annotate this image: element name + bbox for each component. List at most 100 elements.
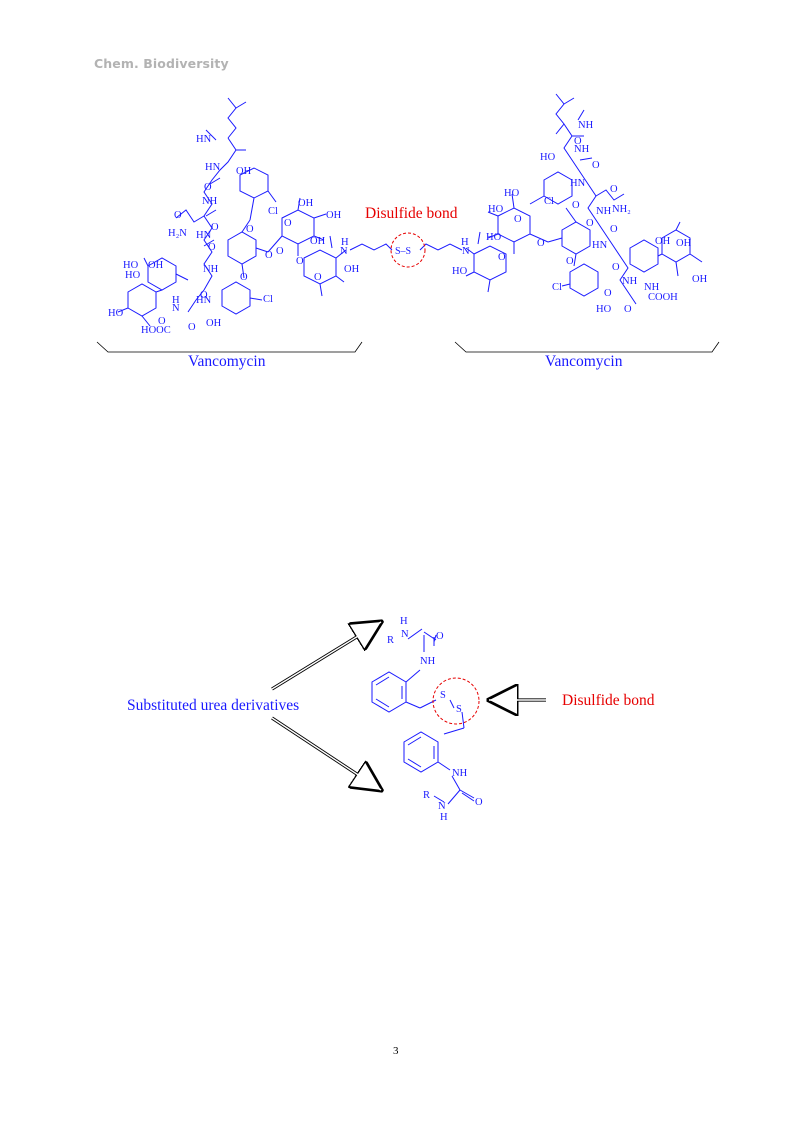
svg-text:OH: OH — [298, 198, 314, 209]
disulfide-bond-text: S–S — [395, 246, 411, 257]
svg-text:NH: NH — [202, 196, 218, 207]
svg-text:Cl: Cl — [544, 196, 554, 207]
svg-text:OH: OH — [326, 210, 342, 221]
svg-text:H: H — [172, 295, 180, 306]
svg-text:HO: HO — [125, 270, 141, 281]
svg-text:N: N — [172, 303, 180, 314]
svg-text:HN: HN — [196, 134, 212, 145]
svg-text:N: N — [438, 801, 446, 812]
arrow-lower-inner — [271, 717, 382, 791]
svg-text:OH: OH — [676, 238, 692, 249]
urea-disulfide-figure: H R R N O NH S S NH R N O H S — [127, 616, 655, 823]
svg-text:COOH: COOH — [648, 292, 678, 303]
svg-text:O: O — [246, 224, 254, 235]
svg-text:HO: HO — [504, 188, 520, 199]
svg-text:O: O — [276, 246, 284, 257]
svg-text:H: H — [341, 237, 349, 248]
svg-text:S: S — [456, 704, 462, 715]
svg-text:HN: HN — [570, 178, 586, 189]
svg-text:Cl: Cl — [263, 294, 273, 305]
svg-text:O: O — [574, 136, 582, 147]
svg-text:HO: HO — [108, 308, 124, 319]
svg-text:O: O — [566, 256, 574, 267]
svg-text:Cl: Cl — [268, 206, 278, 217]
svg-text:O: O — [314, 272, 322, 283]
svg-text:OH: OH — [655, 236, 671, 247]
svg-text:O: O — [586, 218, 594, 229]
svg-text:NH: NH — [644, 282, 660, 293]
svg-text:HN: HN — [205, 162, 221, 173]
vancomycin-right-structure: NH O NH HO O HO Cl HN O O NH₂ NH HO O O … — [452, 93, 708, 315]
svg-text:R: R — [423, 790, 430, 801]
svg-text:O: O — [174, 210, 182, 221]
svg-text:OH: OH — [692, 274, 708, 285]
svg-text:H: H — [461, 237, 469, 248]
journal-header: Chem. Biodiversity — [94, 56, 229, 71]
vancomycin-right-atoms: NH O NH HO O HO Cl HN O O NH₂ NH HO O O … — [452, 120, 708, 315]
svg-text:HOOC: HOOC — [141, 325, 171, 336]
svg-text:O: O — [624, 304, 632, 315]
svg-text:O: O — [211, 222, 219, 233]
svg-text:O: O — [240, 272, 248, 283]
svg-text:HO: HO — [486, 232, 502, 243]
svg-text:OH: OH — [344, 264, 360, 275]
urea-disulfide-atoms: H R R N O NH S S NH R N O H — [387, 616, 483, 823]
svg-text:NH: NH — [452, 768, 468, 779]
svg-text:NH: NH — [622, 276, 638, 287]
svg-text:Cl: Cl — [552, 282, 562, 293]
svg-text:OH: OH — [148, 260, 164, 271]
disulfide-highlight-circle-bottom — [432, 677, 480, 725]
svg-text:HO: HO — [452, 266, 468, 277]
svg-text:HN: HN — [196, 230, 212, 241]
svg-text:HO: HO — [540, 152, 556, 163]
svg-text:O: O — [284, 218, 292, 229]
svg-text:HO: HO — [488, 204, 504, 215]
svg-text:O: O — [498, 252, 506, 263]
svg-text:O: O — [296, 256, 304, 267]
svg-text:OH: OH — [236, 166, 252, 177]
svg-text:O: O — [158, 316, 166, 327]
bracket-left — [96, 341, 363, 353]
svg-text:OH: OH — [310, 236, 326, 247]
svg-text:NH: NH — [574, 144, 590, 155]
svg-text:NH: NH — [596, 206, 612, 217]
svg-text:NH₂: NH₂ — [612, 204, 631, 215]
vancomycin-left-structure: HN HN OH O NH Cl O O H₂N HN O O O NH HO … — [108, 97, 360, 336]
svg-text:O: O — [265, 250, 273, 261]
svg-text:H: H — [440, 812, 448, 823]
svg-text:O: O — [610, 224, 618, 235]
svg-text:H₂N: H₂N — [168, 228, 187, 239]
svg-text:HO: HO — [596, 304, 612, 315]
svg-text:NH: NH — [203, 264, 219, 275]
svg-text:O: O — [188, 322, 196, 333]
svg-text:OH: OH — [206, 318, 222, 329]
svg-text:N: N — [401, 629, 409, 640]
svg-text:O: O — [200, 290, 208, 301]
arrow-upper-inner — [271, 621, 382, 690]
svg-text:HO: HO — [123, 260, 139, 271]
disulfide-highlight-circle-top — [390, 232, 426, 268]
disulfide-bond-label-top: Disulfide bond — [365, 205, 458, 222]
vancomycin-label-right: Vancomycin — [545, 353, 623, 370]
svg-text:O: O — [572, 200, 580, 211]
page-number: 3 — [393, 1045, 399, 1057]
svg-text:O: O — [436, 631, 444, 642]
svg-text:O: O — [610, 184, 618, 195]
vancomycin-label-left: Vancomycin — [188, 353, 266, 370]
svg-text:N: N — [340, 246, 348, 257]
svg-text:O: O — [604, 288, 612, 299]
vancomycin-dimer-figure: HN HN OH O NH Cl O O H₂N HN O O O NH HO … — [96, 93, 720, 370]
pointer-arrows — [271, 621, 546, 791]
svg-text:HN: HN — [196, 295, 212, 306]
urea-derivatives-label: Substituted urea derivatives — [127, 697, 299, 714]
svg-text:O: O — [537, 238, 545, 249]
svg-text:O: O — [204, 182, 212, 193]
svg-text:O: O — [592, 160, 600, 171]
svg-text:HN: HN — [592, 240, 608, 251]
svg-text:NH: NH — [420, 656, 436, 667]
urea-disulfide-structure: H R R N O NH S S NH R N O H — [371, 616, 483, 823]
svg-text:NH: NH — [578, 120, 594, 131]
svg-text:O: O — [208, 242, 216, 253]
svg-text:H: H — [400, 616, 408, 627]
